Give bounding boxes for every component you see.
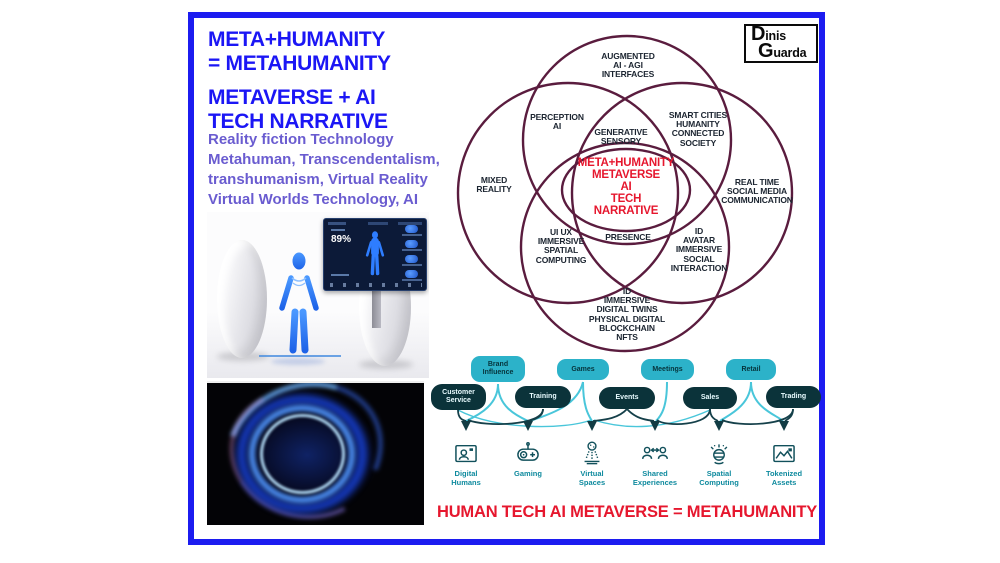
body-scanner-photo: 89% — [207, 212, 429, 378]
icon-item-shared-experiences: Shared Experiences — [624, 440, 686, 487]
subtitle-text: Reality fiction Technology Metahuman, Tr… — [208, 131, 440, 208]
bubble-brand-influence: Brand Influence — [471, 356, 525, 382]
ring-middle — [249, 405, 355, 503]
venn-label-generative: GENERATIVE SENSORY — [594, 127, 648, 147]
title-line-4: TECH NARRATIVE — [208, 110, 388, 133]
dashboard-body-figure — [365, 231, 385, 276]
icon-label: Spatial Computing — [699, 469, 739, 487]
dashboard-percent: 89% — [331, 234, 352, 245]
spatial-computing-icon — [710, 444, 728, 465]
ring-outer — [237, 395, 367, 513]
bubble-retail: Retail — [726, 359, 776, 380]
screen-stand — [372, 290, 381, 328]
dashboard-stat-tile — [402, 240, 422, 251]
logo-line-1: Dinis — [751, 23, 786, 45]
venn-label-real-time: REAL TIME SOCIAL MEDIA COMMUNICATION — [721, 177, 793, 206]
tokenized-assets-icon — [773, 444, 795, 463]
venn-label-augmented: AUGMENTED AI - AGI INTERFACES — [601, 51, 655, 80]
icon-label: Shared Experiences — [632, 469, 678, 487]
bubble-customer-service: Customer Service — [431, 384, 486, 410]
human-figure — [279, 252, 319, 354]
icon-item-virtual-spaces: Virtual Spaces — [561, 440, 623, 487]
icon-item-gaming: Gaming — [497, 440, 559, 479]
logo-line-2: Guarda — [758, 40, 807, 62]
dinis-guarda-logo: Dinis Guarda — [744, 23, 818, 63]
venn-label-smart-cities: SMART CITIES HUMANITY CONNECTED SOCIETY — [668, 110, 728, 148]
blue-ring-photo — [207, 381, 424, 525]
dashboard-toolbar — [330, 283, 422, 287]
icon-item-digital-humans: Digital Humans — [435, 440, 497, 487]
venn-label-mixed-reality: MIXED REALITY — [476, 175, 512, 195]
venn-circle-right — [570, 81, 794, 305]
venn-circle-left — [456, 81, 680, 305]
dashboard-stat-tile — [402, 270, 422, 281]
venn-label-presence: PRESENCE — [605, 232, 651, 242]
title-block: META+HUMANITY = METAHUMANITY METAVERSE +… — [208, 28, 458, 134]
venn-label-perception: PERCEPTION AI — [530, 112, 584, 132]
dashboard-stat-tile — [402, 255, 422, 266]
bubble-sales: Sales — [683, 387, 737, 409]
shared-experiences-icon — [642, 446, 668, 459]
venn-label-center: META+HUMANITY METAVERSE AI TECH NARRATIV… — [577, 157, 675, 217]
scan-platform-line — [259, 355, 341, 357]
dashboard-percent-label — [331, 229, 345, 231]
icon-label: Virtual Spaces — [578, 469, 606, 487]
scanner-dashboard-screen: 89% — [323, 218, 427, 291]
dashboard-stat-tile — [402, 225, 422, 236]
venn-label-ui-ux: UI UX IMMERSIVE SPATIAL COMPUTING — [535, 227, 587, 265]
scanner-disc-left — [217, 240, 267, 358]
icon-label: Tokenized Assets — [765, 469, 803, 487]
dashboard-topbar — [328, 222, 422, 225]
venn-label-id-immersive: ID IMMERSIVE DIGITAL TWINS PHYSICAL DIGI… — [588, 286, 666, 343]
virtual-spaces-icon — [584, 441, 600, 465]
icon-label: Digital Humans — [451, 469, 481, 487]
venn-diagram — [456, 34, 794, 353]
bubble-games: Games — [557, 359, 609, 380]
venn-label-id-avatar: ID AVATAR IMMERSIVE SOCIAL INTERACTION — [670, 226, 728, 273]
digital-humans-icon — [455, 444, 477, 463]
flow-connectors — [457, 381, 794, 431]
icon-item-spatial-computing: Spatial Computing — [688, 440, 750, 487]
bubble-training: Training — [515, 386, 571, 408]
bubble-trading: Trading — [766, 386, 821, 408]
figure-shadow — [271, 358, 325, 365]
venn-circle-center — [560, 147, 692, 233]
icon-label: Gaming — [514, 469, 542, 478]
bubble-meetings: Meetings — [641, 359, 694, 380]
footer-headline: HUMAN TECH AI METAVERSE = METAHUMANITY — [437, 503, 817, 521]
title-line-2: = METAHUMANITY — [208, 52, 391, 75]
title-line-3: METAVERSE + AI — [208, 86, 376, 109]
gaming-icon — [517, 442, 539, 461]
ring-inner — [260, 414, 345, 494]
bubble-events: Events — [599, 387, 655, 409]
title-line-1: META+HUMANITY — [208, 28, 386, 51]
icon-item-tokenized-assets: Tokenized Assets — [753, 440, 815, 487]
title-gap — [208, 76, 458, 86]
dashboard-footline — [331, 274, 349, 276]
venn-circle-bottom — [519, 141, 731, 353]
venn-circle-top — [521, 34, 733, 246]
